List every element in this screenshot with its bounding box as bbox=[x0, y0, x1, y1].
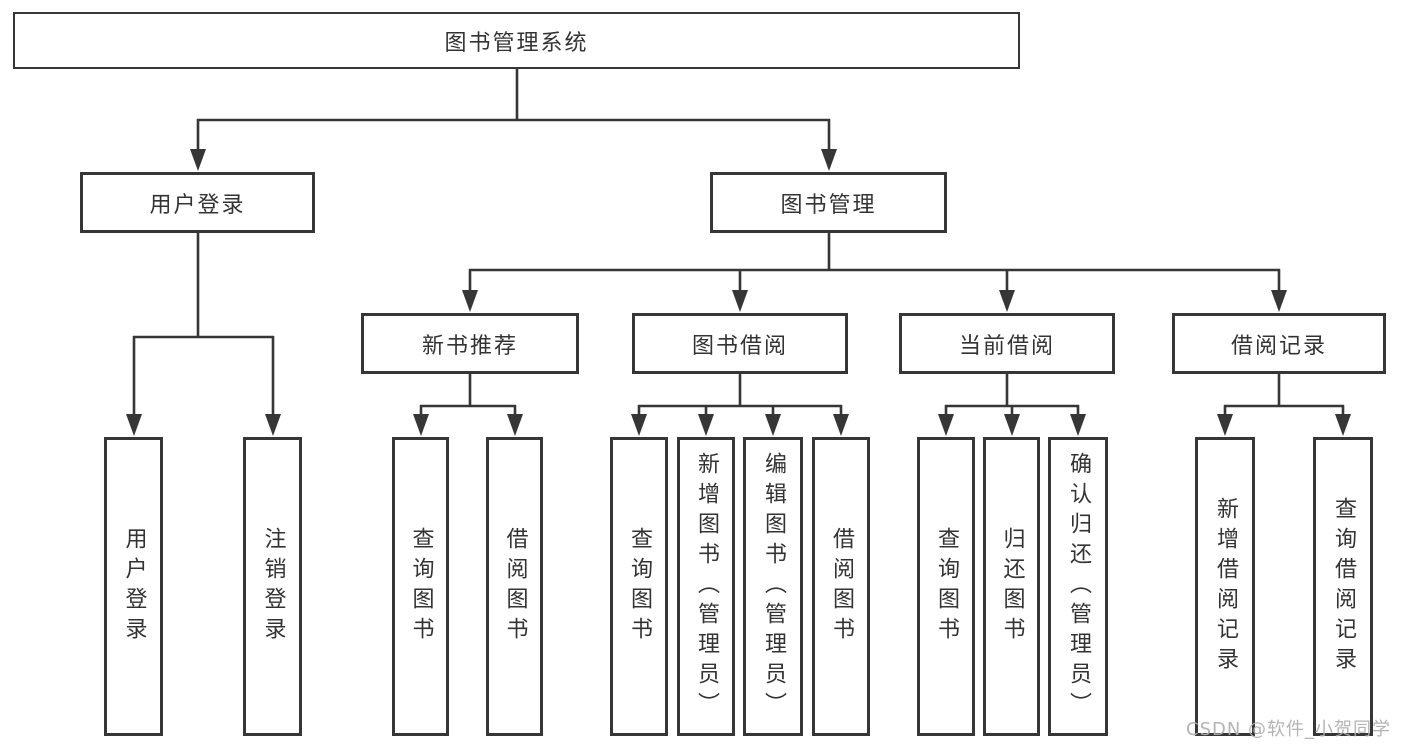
leaf-current-confirm-return-admin: 确认归还（管理员） bbox=[1048, 437, 1108, 736]
leaf-borrow-query-books: 查询图书 bbox=[610, 437, 668, 736]
node-new-book-recommend: 新书推荐 bbox=[361, 313, 579, 374]
leaf-borrow-add-books-admin: 新增图书（管理员） bbox=[677, 437, 735, 736]
node-root-system: 图书管理系统 bbox=[13, 12, 1020, 69]
leaf-recommend-borrow-books: 借阅图书 bbox=[486, 437, 543, 736]
leaf-recommend-query-books: 查询图书 bbox=[392, 437, 449, 736]
leaf-logout: 注销登录 bbox=[243, 437, 302, 736]
csdn-watermark: CSDN @软件_小贺同学 bbox=[1186, 719, 1392, 740]
leaf-current-return-books: 归还图书 bbox=[983, 437, 1040, 736]
leaf-records-query-record: 查询借阅记录 bbox=[1313, 437, 1373, 736]
node-user-login: 用户登录 bbox=[80, 172, 315, 233]
leaf-borrow-edit-books-admin: 编辑图书（管理员） bbox=[743, 437, 803, 736]
leaf-borrow-borrow-books: 借阅图书 bbox=[812, 437, 870, 736]
node-current-borrow: 当前借阅 bbox=[899, 313, 1115, 374]
leaf-current-query-books: 查询图书 bbox=[917, 437, 975, 736]
leaf-user-login: 用户登录 bbox=[104, 437, 163, 736]
arrowheads bbox=[126, 149, 1351, 436]
node-borrow-records: 借阅记录 bbox=[1172, 313, 1386, 374]
leaf-records-add-record: 新增借阅记录 bbox=[1195, 437, 1255, 736]
node-book-management: 图书管理 bbox=[710, 172, 947, 233]
node-book-borrow: 图书借阅 bbox=[632, 313, 848, 374]
